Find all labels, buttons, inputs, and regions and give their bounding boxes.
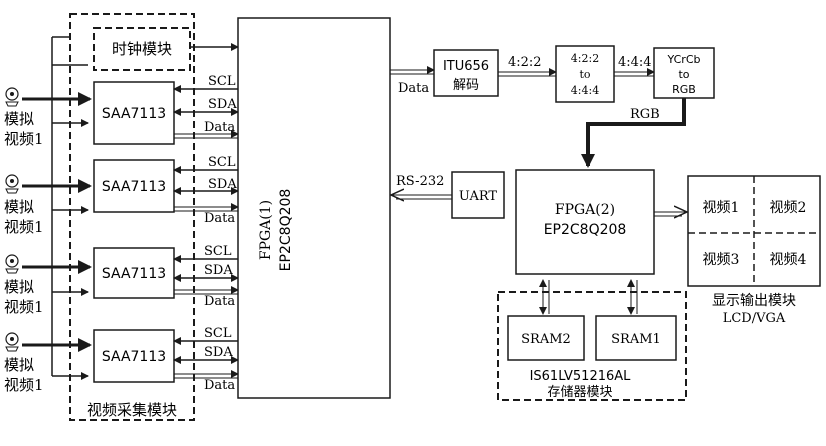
input-source-4: 模拟 视频1 (4, 332, 44, 394)
clock-module-box (93, 27, 191, 71)
camera-icon (5, 87, 19, 107)
video-pipeline: Data ITU656 解码 4:2:2 4:2:2 to 4:4:4 4:4:… (390, 45, 715, 168)
sda-label: SDA (204, 345, 233, 360)
sram1-box (595, 315, 677, 361)
fpga2: FPGA(2) EP2C8Q208 (515, 169, 686, 315)
input-label-line1: 模拟 (4, 198, 34, 216)
decoder-1: SAA7113 (93, 81, 175, 145)
decoder-chip-box (93, 247, 175, 299)
yuv444-label: 4:4:4 (618, 55, 652, 70)
uart: UART RS-232 (392, 171, 505, 219)
converter-422-box (555, 45, 615, 103)
decoder-4: SAA7113 (93, 329, 175, 383)
converter-422-line3: 4:4:4 (571, 84, 599, 97)
camera-icon (5, 174, 19, 194)
itu656-label-line2: 解码 (453, 78, 479, 93)
uart-box (451, 171, 505, 219)
display-module-sublabel: LCD/VGA (723, 311, 786, 326)
memory-module-border (497, 291, 687, 401)
uart-label: UART (459, 189, 498, 204)
memory-chip-label: IS61LV51216AL (530, 369, 632, 384)
capture-module: 时钟模块 视频采集模块 SAA7113 SAA7113 SAA7113 SAA7… (69, 13, 195, 421)
data-label: Data (204, 294, 235, 309)
sda-label: SDA (208, 177, 237, 192)
data-label: Data (204, 211, 235, 226)
memory-module: SRAM2 SRAM1 IS61LV51216AL 存储器模块 (497, 291, 687, 401)
yuv422-label: 4:2:2 (508, 55, 542, 70)
sram2-box (507, 315, 585, 361)
sram1-label: SRAM1 (611, 332, 661, 347)
itu656-box (433, 49, 499, 97)
fpga2-box (515, 169, 655, 275)
input-source-1: 模拟 视频1 (4, 87, 44, 148)
display-module-label: 显示输出模块 (712, 293, 796, 309)
decoder-chip-box (93, 159, 175, 213)
input-label-line2: 视频1 (4, 298, 44, 316)
decoder-chip-label: SAA7113 (102, 106, 166, 122)
rgb-link (581, 98, 686, 168)
input-label-line2: 视频1 (4, 130, 44, 148)
converter-422-line1: 4:2:2 (571, 52, 599, 65)
input-label-line1: 模拟 (4, 278, 34, 296)
input-source-2: 模拟 视频1 (4, 174, 44, 236)
input-label-line2: 视频1 (4, 218, 44, 236)
display-cell-1: 视频1 (703, 200, 740, 216)
decoder-chip-label: SAA7113 (102, 349, 166, 365)
display-cell-2: 视频2 (770, 200, 807, 216)
sda-label: SDA (208, 97, 237, 112)
display-cell-4: 视频4 (770, 252, 807, 268)
converter-ycrcb-line3: RGB (672, 83, 696, 96)
fpga2-label-line1: FPGA(2) (555, 202, 615, 218)
decoder-fpga-links: SCL SDA Data SCL SDA Data SCL SDA Data S… (173, 43, 239, 393)
memory-module-label: 存储器模块 (547, 385, 612, 400)
decoder-chip-label: SAA7113 (102, 179, 166, 195)
scl-label: SCL (204, 244, 232, 259)
input-label-line2: 视频1 (4, 376, 44, 394)
camera-icon (5, 332, 19, 352)
camera-icon (5, 254, 19, 274)
video-inputs: 模拟 视频1 模拟 视频1 模拟 视频1 (4, 36, 92, 394)
display-cell-3: 视频3 (703, 252, 740, 268)
display-module: 视频1 视频2 视频3 视频4 显示输出模块 LCD/VGA (687, 175, 821, 326)
data-label: Data (204, 378, 235, 393)
decoder-2: SAA7113 (93, 159, 175, 213)
itu656-label-line1: ITU656 (443, 59, 489, 74)
input-label-line1: 模拟 (4, 356, 34, 374)
fpga2-label-line2: EP2C8Q208 (544, 222, 627, 238)
converter-ycrcb-line1: YCrCb (667, 53, 701, 66)
scl-label: SCL (204, 326, 232, 341)
sda-label: SDA (204, 263, 233, 278)
rs232-label: RS-232 (396, 174, 444, 189)
decoder-chip-box (93, 329, 175, 383)
rgb-label: RGB (630, 107, 660, 122)
input-source-3: 模拟 视频1 (4, 254, 44, 316)
fpga1-label-line1: FPGA(1) (258, 200, 274, 260)
data-label: Data (204, 120, 235, 135)
fpga1-box (237, 17, 391, 399)
converter-ycrcb-box (653, 47, 715, 99)
decoder-chip-box (93, 81, 175, 145)
scl-label: SCL (208, 155, 236, 170)
capture-module-border (69, 13, 195, 421)
decoder-3: SAA7113 (93, 247, 175, 299)
capture-module-label: 视频采集模块 (87, 401, 177, 419)
converter-ycrcb-line2: to (678, 68, 689, 81)
scl-label: SCL (208, 74, 236, 89)
fpga1-label-line2: EP2C8Q208 (278, 189, 294, 272)
clock-module-label: 时钟模块 (112, 40, 172, 58)
itu656-data-label: Data (398, 81, 429, 96)
decoder-chip-label: SAA7113 (102, 266, 166, 282)
converter-422-line2: to (579, 68, 590, 81)
input-label-line1: 模拟 (4, 110, 34, 128)
fpga1: FPGA(1) EP2C8Q208 (237, 17, 391, 399)
sram2-label: SRAM2 (521, 332, 571, 347)
